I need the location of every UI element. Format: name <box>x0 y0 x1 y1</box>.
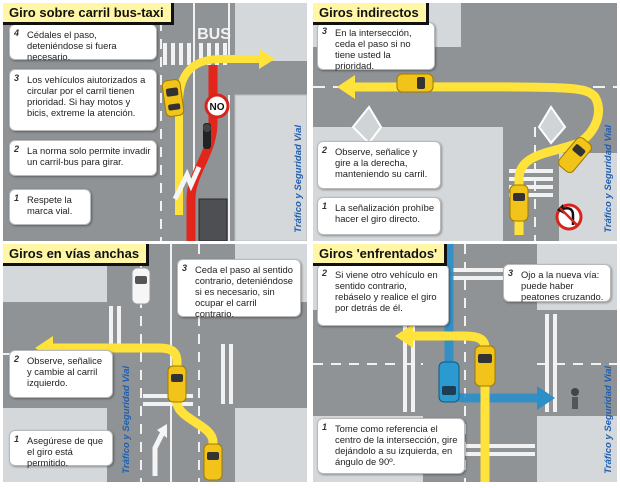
step-number: 2 <box>14 354 20 364</box>
no-entry-sign: NO <box>204 93 230 119</box>
traffic-island <box>351 105 383 145</box>
step-number: 1 <box>322 201 328 211</box>
step-box: 3 Los vehículos aiutorizados a circular … <box>9 69 157 131</box>
red-path <box>186 65 218 241</box>
step-number: 3 <box>14 73 20 83</box>
step-box: 1 Asegúrese de que el giro está permitid… <box>9 430 113 468</box>
step-box: 2 Si viene otro vehículo en sentido cont… <box>317 264 449 326</box>
step-text: Los vehículos aiutorizados a circular po… <box>27 74 146 118</box>
panel-title: Giros en vías anchas <box>3 244 150 266</box>
pedestrian <box>571 388 579 409</box>
step-number: 1 <box>322 422 328 432</box>
road-arrow-marking <box>172 165 202 201</box>
taxi-car <box>558 136 592 174</box>
step-box: 3 En la intersección, ceda el paso si no… <box>317 22 435 71</box>
taxi-car <box>161 79 185 117</box>
sidewalk <box>235 95 307 241</box>
step-box: 2 Observe, señalice y cambie al carril i… <box>9 350 113 398</box>
credit-text: Tráfico y Seguridad Vial <box>293 125 304 233</box>
step-text: Asegúrese de que el giro está permitido. <box>27 435 104 468</box>
taxi-car <box>203 443 223 481</box>
credit-text: Tráfico y Seguridad Vial <box>121 366 132 474</box>
motorbike <box>203 123 211 149</box>
no-left-turn-sign <box>555 203 583 231</box>
step-text: Ojo a la nueva vía: puede haber peatones… <box>521 269 604 302</box>
step-text: En la intersección, ceda el paso si no t… <box>335 27 412 71</box>
step-text: Si viene otro vehículo en sentido contra… <box>335 269 438 313</box>
sidewalk <box>537 416 617 482</box>
step-box: 4 Cédales el paso, deteniéndose si fuera… <box>9 24 157 62</box>
step-box: 3 Ceda el paso al sentido contrario, det… <box>177 259 301 319</box>
step-box: 1 Tome como referencia el centro de la i… <box>317 418 465 474</box>
road-arrow-marking <box>152 430 166 476</box>
step-box: 1 La señalización prohíbe hacer el giro … <box>317 197 441 235</box>
panel-title: Giros 'enfrentados' <box>313 244 448 266</box>
bus-lane-text: BUS <box>197 26 231 43</box>
step-text: Cédales el paso, deteniéndose si fuera n… <box>27 29 117 62</box>
taxi-car <box>167 365 187 403</box>
step-number: 4 <box>14 28 20 38</box>
step-box: 2 La norma solo permite invadir un carri… <box>9 140 157 176</box>
step-text: La norma solo permite invadir un carril-… <box>27 145 151 167</box>
yellow-path <box>53 343 218 476</box>
step-number: 3 <box>182 263 188 273</box>
panel-title: Giros indirectos <box>313 3 429 25</box>
step-number: 2 <box>322 145 328 155</box>
credit-text: Tráfico y Seguridad Vial <box>603 366 614 474</box>
taxi-car <box>396 73 434 93</box>
yellow-path <box>352 82 603 235</box>
step-box: 2 Observe, señalice y gire a la derecha,… <box>317 141 441 189</box>
step-number: 2 <box>322 268 328 278</box>
step-box: 3 Ojo a la nueva vía: puede haber peaton… <box>503 264 611 302</box>
step-text: La señalización prohíbe hacer el giro di… <box>335 202 435 224</box>
yellow-arrow-head <box>395 324 413 348</box>
sidewalk <box>235 3 307 61</box>
credit-text: Tráfico y Seguridad Vial <box>603 125 614 233</box>
sidewalk <box>235 408 307 482</box>
white-car <box>131 267 151 305</box>
traffic-island <box>537 105 567 145</box>
yellow-arrow-head <box>337 75 355 99</box>
step-box: 1 Respete la marca vial. <box>9 189 91 225</box>
step-number: 1 <box>14 193 20 203</box>
panel-title: Giro sobre carril bus-taxi <box>3 3 174 25</box>
step-text: Tome como referencia el centro de la int… <box>335 423 458 467</box>
taxi-car <box>474 345 496 387</box>
panel-facing-turns: Giros 'enfrentados' 2 Si viene otro vehí… <box>313 244 617 482</box>
step-text: Ceda el paso al sentido contrario, deten… <box>195 264 293 319</box>
yellow-arrow-head <box>259 49 275 69</box>
blue-car <box>438 361 460 403</box>
step-number: 1 <box>14 434 20 444</box>
step-number: 3 <box>508 268 514 278</box>
panel-indirect-turns: Giros indirectos 3 En la intersección, c… <box>313 3 617 241</box>
step-text: Observe, señalice y gire a la derecha, m… <box>335 146 428 179</box>
panel-wide-roads: Giros en vías anchas 3 Ceda el paso al s… <box>3 244 307 482</box>
step-number: 2 <box>14 144 20 154</box>
step-text: Observe, señalice y cambie al carril izq… <box>27 355 103 388</box>
panel-bus-taxi-turn: BUS NO Giro sobre carril bus-taxi 4 Céda… <box>3 3 307 241</box>
blue-arrow-head <box>537 386 555 410</box>
step-text: Respete la marca vial. <box>27 194 73 216</box>
svg-text:NO: NO <box>210 102 225 113</box>
step-number: 3 <box>322 26 328 36</box>
taxi-car <box>509 184 529 222</box>
bus <box>198 198 228 241</box>
